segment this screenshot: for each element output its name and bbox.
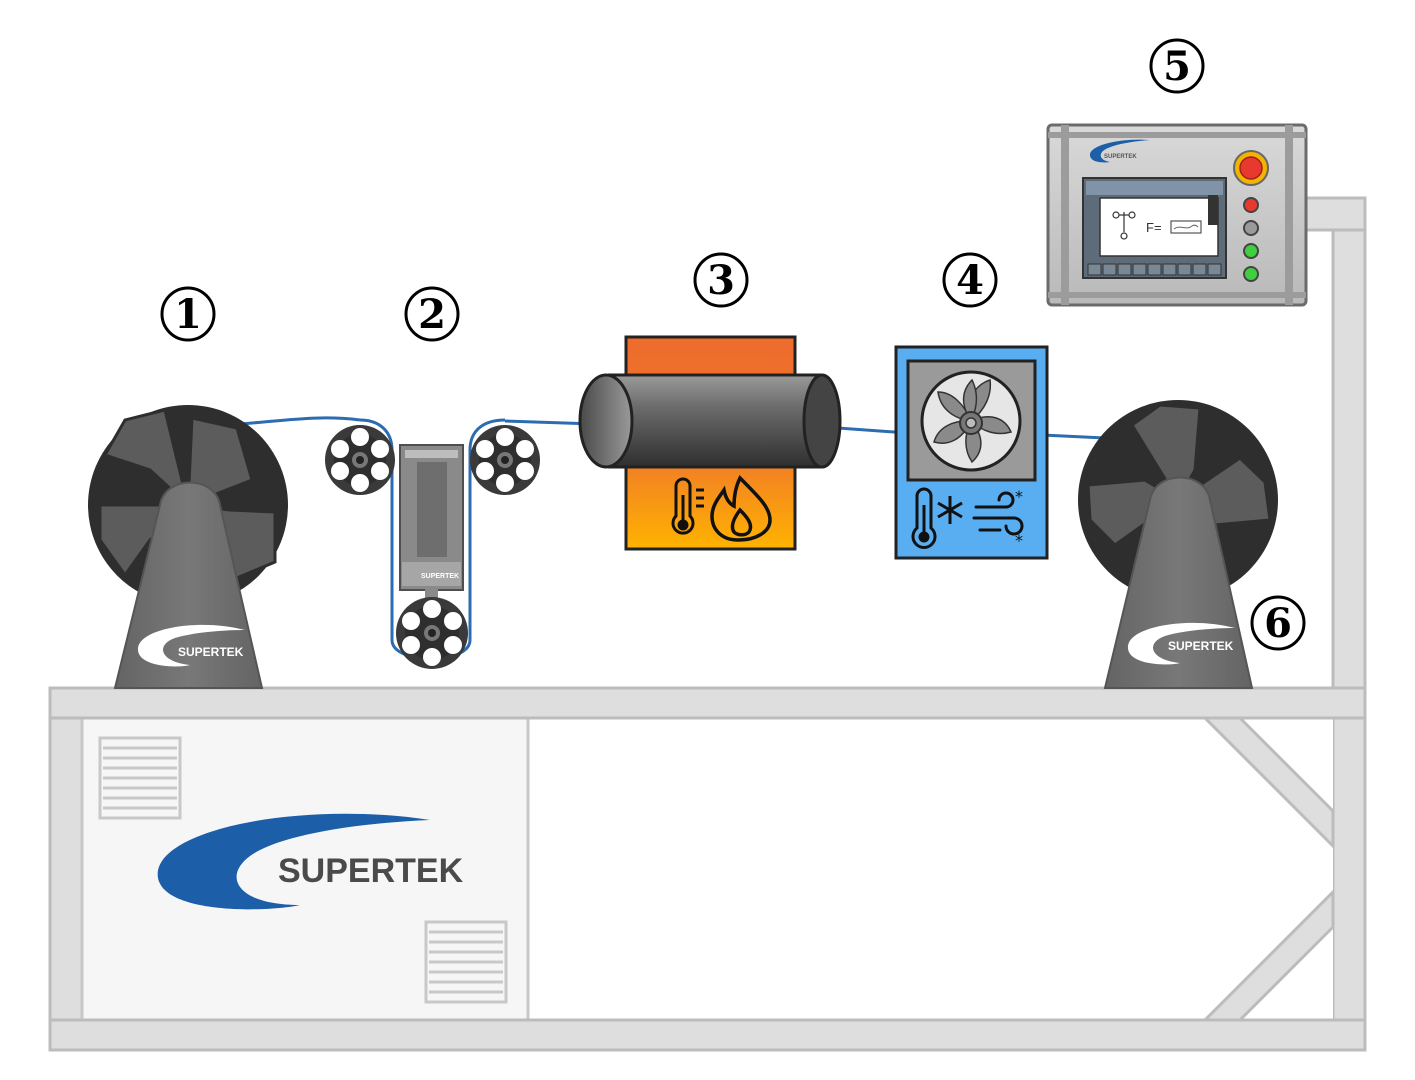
machine-frame	[48, 196, 1367, 1052]
brand-name-panel: SUPERTEK	[1104, 154, 1137, 160]
tension-control-unit: SUPERTEK	[399, 444, 464, 606]
brand-name-rewind: SUPERTEK	[1168, 639, 1234, 653]
callout-3-number: 3	[707, 257, 735, 304]
svg-text:*: *	[1015, 531, 1023, 550]
unwind-stand-base: SUPERTEK	[113, 481, 264, 689]
thermometer-icon	[671, 477, 704, 535]
flame-icon	[710, 475, 772, 542]
fan-icon	[933, 378, 1013, 464]
callout-4-number: 4	[956, 257, 984, 304]
force-readout-label: F=	[1146, 220, 1162, 235]
dancer-roller-bottom	[396, 597, 468, 669]
indicator-leds	[1243, 197, 1259, 282]
callout-2: 2	[404, 286, 460, 342]
callout-4: 4	[942, 252, 998, 308]
svg-text:*: *	[1015, 487, 1023, 506]
guide-roller-right	[470, 425, 540, 495]
callout-5-number: 5	[1163, 43, 1191, 90]
callout-1: 1	[160, 286, 216, 342]
callout-3: 3	[693, 252, 749, 308]
callout-5: 5	[1149, 38, 1205, 94]
supertek-logo-large: SUPERTEK	[157, 813, 464, 910]
callout-2-number: 2	[418, 291, 446, 338]
brand-name-large: SUPERTEK	[278, 852, 464, 890]
rewind-stand-base: SUPERTEK	[1103, 476, 1254, 689]
wind-icon: * *	[972, 487, 1024, 550]
vent-grille-top	[98, 736, 182, 820]
callout-6-number: 6	[1264, 600, 1292, 647]
heating-tube	[578, 373, 842, 469]
guide-roller-left	[325, 425, 395, 495]
vent-grille-bottom	[424, 920, 508, 1004]
callout-1-number: 1	[174, 291, 202, 338]
emergency-stop-button	[1233, 150, 1269, 186]
brand-name-tension: SUPERTEK	[421, 573, 459, 580]
brand-name-unwind: SUPERTEK	[178, 645, 244, 659]
hmi-screen: F=	[1082, 177, 1227, 279]
callout-6: 6	[1250, 595, 1306, 651]
thermometer-snow-icon	[911, 487, 963, 549]
